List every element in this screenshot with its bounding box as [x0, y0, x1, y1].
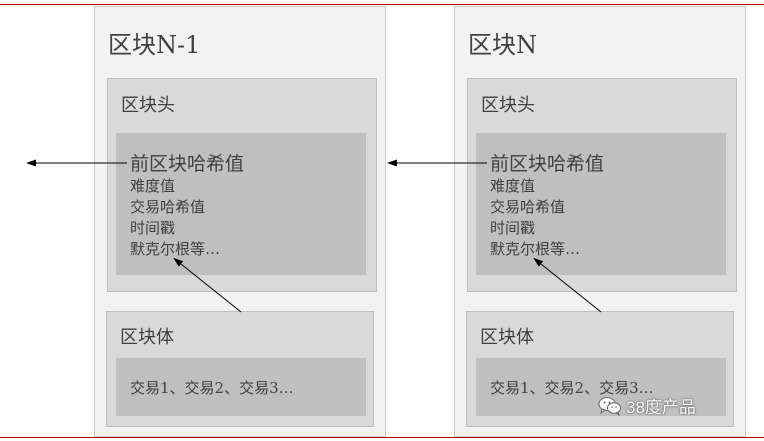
block-transactions: 交易1、交易2、交易3…: [116, 358, 366, 416]
wechat-icon: [598, 396, 622, 420]
field-transaction-hash: 交易哈希值: [130, 198, 206, 216]
field-transaction-hash: 交易哈希值: [490, 198, 566, 216]
block-header-fields: 前区块哈希值 难度值 交易哈希值 时间戳 默克尔根等…: [116, 133, 366, 275]
block-header-fields: 前区块哈希值 难度值 交易哈希值 时间戳 默克尔根等…: [476, 133, 726, 275]
watermark: 38度产品: [598, 396, 696, 420]
field-timestamp: 时间戳: [490, 219, 536, 237]
watermark-text: 38度产品: [626, 398, 696, 417]
block-body: 区块体 交易1、交易2、交易3…: [106, 311, 374, 427]
block-header: 区块头 前区块哈希值 难度值 交易哈希值 时间戳 默克尔根等…: [107, 78, 377, 292]
block-body-label: 区块体: [120, 327, 174, 348]
top-rule-line: [0, 4, 764, 5]
block-header-label: 区块头: [121, 95, 175, 116]
field-difficulty: 难度值: [130, 177, 176, 195]
field-merkle-root: 默克尔根等…: [130, 240, 221, 258]
block-current: 区块N 区块头 前区块哈希值 难度值 交易哈希值 时间戳 默克尔根等… 区块体 …: [454, 6, 746, 437]
block-previous: 区块N-1 区块头 前区块哈希值 难度值 交易哈希值 时间戳 默克尔根等… 区块…: [94, 6, 386, 437]
field-previous-block-hash: 前区块哈希值: [130, 153, 245, 175]
block-header: 区块头 前区块哈希值 难度值 交易哈希值 时间戳 默克尔根等…: [467, 78, 737, 292]
bottom-rule-line: [0, 437, 764, 438]
block-title: 区块N-1: [108, 31, 201, 59]
field-previous-block-hash: 前区块哈希值: [490, 153, 605, 175]
field-timestamp: 时间戳: [130, 219, 176, 237]
field-difficulty: 难度值: [490, 177, 536, 195]
block-header-label: 区块头: [481, 95, 535, 116]
block-body-label: 区块体: [480, 327, 534, 348]
block-title: 区块N: [468, 31, 537, 59]
field-merkle-root: 默克尔根等…: [490, 240, 581, 258]
